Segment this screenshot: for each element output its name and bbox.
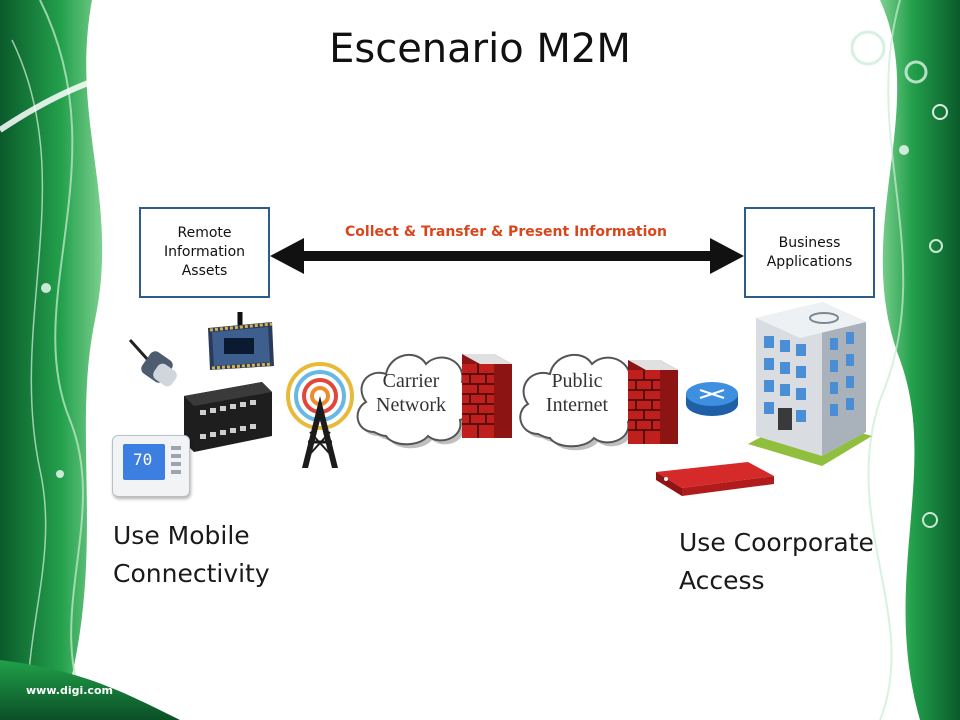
thermostat-reading: 70 <box>133 450 153 469</box>
right-green-band <box>880 0 960 720</box>
mobile-connectivity-text: Use Mobile Connectivity <box>113 517 270 592</box>
thermostat-screen: 70 <box>123 444 165 480</box>
business-apps-box: Business Applications <box>744 207 875 298</box>
office-building-icon <box>748 302 872 466</box>
corporate-line1: Use Coorporate <box>679 528 874 557</box>
firewall-icon <box>462 354 512 438</box>
carrier-label-line1: Carrier <box>382 370 440 392</box>
right-swoosh-line <box>867 0 905 720</box>
carrier-label-line2: Network <box>376 394 446 416</box>
gateway-appliance-icon <box>656 462 774 496</box>
left-swoosh-line <box>39 0 91 720</box>
digi-logo: Digi <box>92 28 182 88</box>
double-arrow <box>270 238 744 274</box>
mobile-line1: Use Mobile <box>113 521 250 550</box>
internet-cloud-shape <box>519 354 646 451</box>
mobile-line2: Connectivity <box>113 558 270 588</box>
left-green-band <box>0 0 103 720</box>
decorative-bubbles <box>41 30 948 528</box>
remote-assets-box: Remote Information Assets <box>139 207 270 298</box>
cell-tower-icon <box>286 362 354 468</box>
footer-url: www.digi.com <box>26 684 113 697</box>
internet-label-line2: Internet <box>545 394 609 416</box>
radio-module-icon <box>208 312 274 370</box>
thermostat-device: 70 <box>112 435 190 497</box>
router-icon <box>686 382 738 416</box>
footer-band <box>0 660 180 720</box>
corporate-access-text: Use Coorporate Access <box>679 524 874 599</box>
thermostat-buttons <box>171 446 181 476</box>
carrier-cloud-label: Carrier Network <box>356 369 466 417</box>
business-apps-label: Business Applications <box>766 234 853 270</box>
logo-text: Digi <box>98 36 171 76</box>
internet-cloud-label: Public Internet <box>522 369 632 417</box>
arrow-label: Collect & Transfer & Present Information <box>345 224 667 240</box>
slide-title: Escenario M2M <box>329 26 631 72</box>
remote-assets-label: Remote Information Assets <box>163 225 246 279</box>
corporate-line2: Access <box>679 565 765 595</box>
left-swoosh-line-2 <box>11 39 47 720</box>
internet-label-line1: Public <box>551 370 603 392</box>
plc-controller-icon <box>184 382 272 452</box>
carrier-cloud-shape <box>356 354 478 449</box>
left-top-curve <box>0 57 181 133</box>
digi-logo-mark <box>96 34 176 82</box>
firewall-icon <box>628 360 678 444</box>
sensor-probe-icon <box>128 338 177 387</box>
